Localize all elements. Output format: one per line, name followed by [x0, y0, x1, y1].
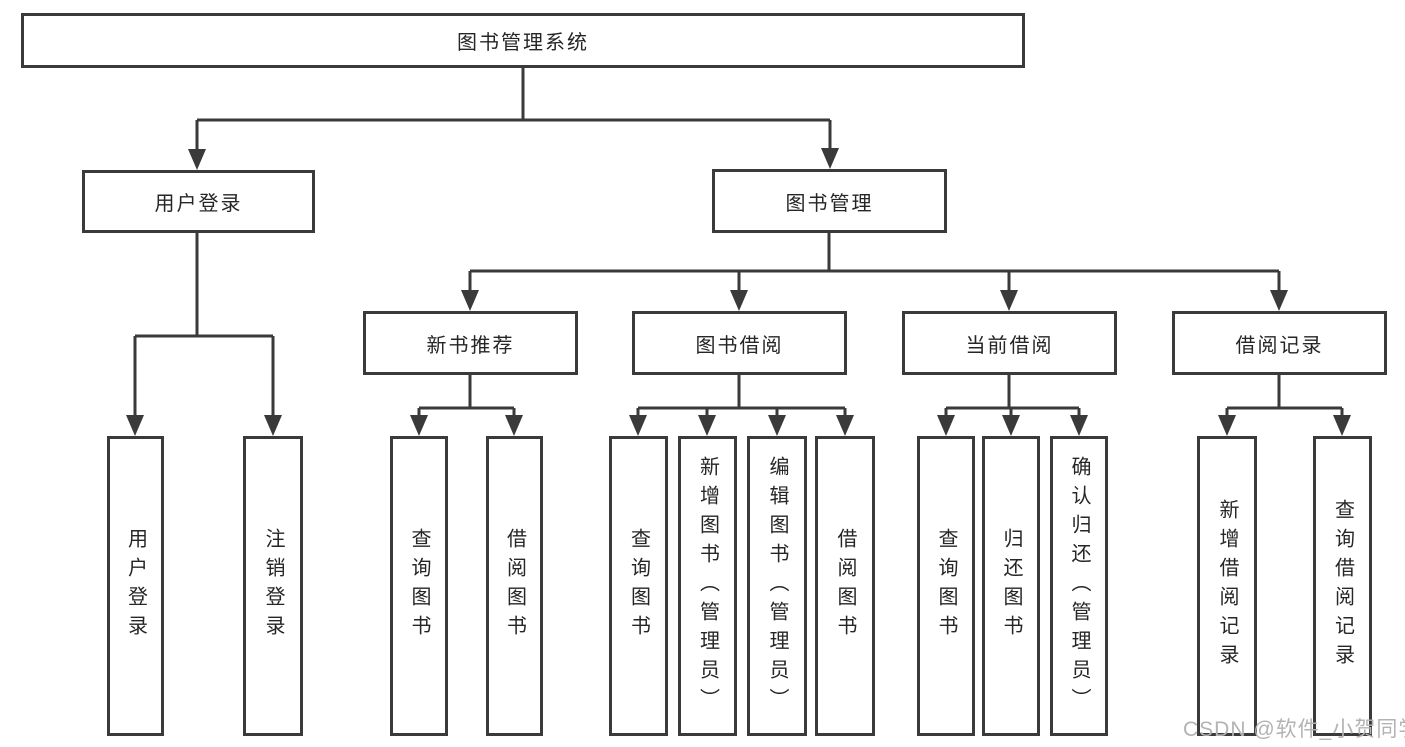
leaf-newbook-query: 查询图书 [390, 436, 448, 736]
arrow-down-icon [1333, 415, 1351, 436]
leaf-return-book: 归还图书 [982, 436, 1040, 736]
node-book-borrow-label: 图书借阅 [695, 334, 784, 357]
arrow-down-icon [264, 415, 282, 436]
arrow-down-icon [698, 415, 716, 436]
arrow-down-icon [768, 415, 786, 436]
arrow-down-icon [126, 415, 144, 436]
node-book-borrow: 图书借阅 [632, 311, 847, 375]
arrow-down-icon [821, 148, 839, 169]
leaf-newbook-borrow: 借阅图书 [486, 436, 543, 736]
leaf-user-login-label: 用户登录 [124, 528, 147, 644]
leaf-record-add: 新增借阅记录 [1197, 436, 1257, 736]
arrow-down-icon [1218, 415, 1236, 436]
node-user-login-label: 用户登录 [154, 193, 243, 215]
leaf-return-book-label: 归还图书 [1000, 528, 1022, 644]
leaf-borrow-add-admin-label: 新增图书（管理员） [696, 455, 719, 717]
leaf-borrow-book: 借阅图书 [815, 436, 875, 736]
arrow-down-icon [188, 149, 206, 170]
leaf-borrow-query: 查询图书 [609, 436, 668, 736]
leaf-user-login: 用户登录 [107, 436, 164, 736]
arrow-down-icon [1000, 290, 1018, 311]
node-book-management: 图书管理 [712, 169, 947, 233]
node-root-label: 图书管理系统 [457, 32, 589, 54]
leaf-current-query: 查询图书 [917, 436, 975, 736]
arrow-down-icon [836, 415, 854, 436]
leaf-borrow-add-admin: 新增图书（管理员） [678, 436, 737, 736]
node-user-login: 用户登录 [82, 170, 315, 233]
arrow-down-icon [410, 415, 428, 436]
arrow-down-icon [730, 290, 748, 311]
leaf-borrow-edit-admin: 编辑图书（管理员） [747, 436, 807, 736]
arrowheads [126, 148, 1351, 436]
arrow-down-icon [1002, 415, 1020, 436]
leaf-logout: 注销登录 [243, 436, 303, 736]
leaf-record-add-label: 新增借阅记录 [1216, 499, 1238, 673]
leaf-confirm-return-admin: 确认归还（管理员） [1050, 436, 1108, 736]
node-book-management-label: 图书管理 [785, 192, 874, 215]
leaf-record-query: 查询借阅记录 [1313, 436, 1372, 736]
node-borrow-records-label: 借阅记录 [1235, 334, 1324, 357]
node-current-borrow: 当前借阅 [902, 311, 1117, 375]
leaf-borrow-edit-admin-label: 编辑图书（管理员） [766, 455, 788, 717]
leaf-borrow-query-label: 查询图书 [627, 528, 650, 644]
leaf-newbook-query-label: 查询图书 [408, 528, 430, 644]
node-borrow-records: 借阅记录 [1172, 311, 1387, 375]
leaf-borrow-book-label: 借阅图书 [834, 528, 856, 644]
arrow-down-icon [1270, 290, 1288, 311]
node-root: 图书管理系统 [21, 13, 1025, 68]
leaf-logout-label: 注销登录 [262, 528, 284, 644]
arrow-down-icon [461, 290, 479, 311]
arrow-down-icon [1070, 415, 1088, 436]
arrow-down-icon [629, 415, 647, 436]
arrow-down-icon [937, 415, 955, 436]
leaf-newbook-borrow-label: 借阅图书 [503, 528, 526, 644]
leaf-current-query-label: 查询图书 [935, 528, 957, 644]
csdn-watermark: CSDN @软件_小贺同学 [1183, 718, 1405, 741]
arrow-down-icon [505, 415, 523, 436]
leaf-confirm-return-admin-label: 确认归还（管理员） [1068, 455, 1090, 717]
leaf-record-query-label: 查询借阅记录 [1331, 499, 1354, 673]
node-current-borrow-label: 当前借阅 [965, 334, 1054, 357]
node-new-book-recommend-label: 新书推荐 [426, 334, 515, 357]
node-new-book-recommend: 新书推荐 [363, 311, 578, 375]
